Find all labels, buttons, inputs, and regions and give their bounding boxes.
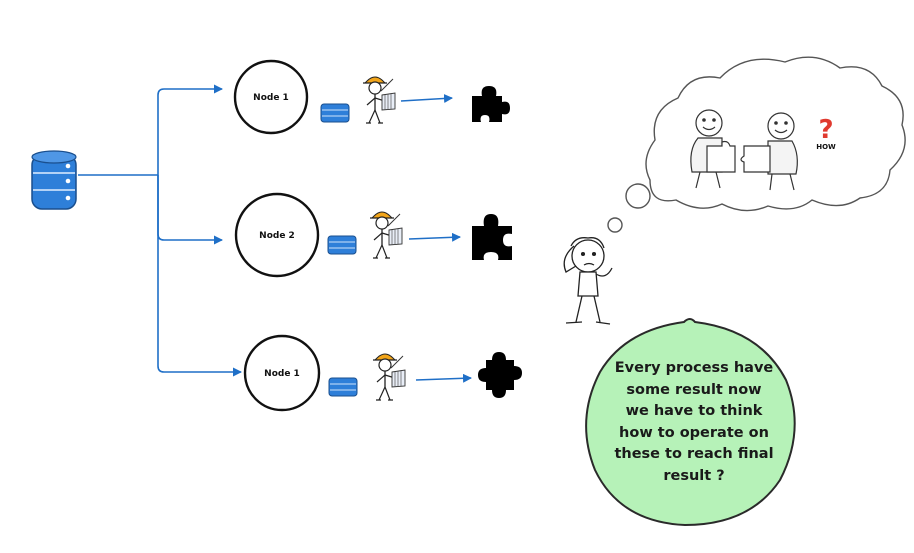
worker-icon — [369, 211, 403, 259]
node-3-circle: Node 1 — [243, 334, 321, 412]
how-label: HOW — [816, 143, 836, 151]
worker-icon — [372, 353, 406, 401]
result-arrow — [400, 93, 453, 103]
mini-database-icon — [320, 103, 350, 123]
bubble-line: some result now — [626, 381, 762, 398]
bubble-line: these to reach final — [614, 446, 774, 462]
bubble-line: how to operate on — [619, 424, 769, 441]
result-arrow — [408, 232, 461, 242]
node-1-circle: Node 1 — [233, 59, 309, 135]
database-icon — [31, 150, 77, 210]
result-arrow — [415, 373, 472, 383]
node-2-circle: Node 2 — [234, 192, 320, 278]
collaborating-people-icon — [690, 109, 798, 191]
puzzle-piece-icon — [472, 86, 510, 122]
how-question-icon: ? HOW — [816, 115, 836, 151]
mini-database-icon — [327, 235, 357, 255]
node-1-label: Node 1 — [253, 93, 289, 103]
puzzle-piece-icon — [472, 214, 512, 260]
bubble-line: Every process have — [614, 360, 774, 376]
worker-icon — [362, 76, 396, 124]
speech-bubble-text: Every process have some result now we ha… — [601, 358, 787, 487]
svg-text:?: ? — [818, 115, 833, 145]
bubble-line: we have to think — [625, 403, 763, 419]
puzzle-piece-icon — [478, 352, 522, 398]
branch-connector — [78, 84, 242, 377]
node-3-label: Node 1 — [264, 369, 300, 379]
thought-bubble — [607, 56, 906, 233]
thinking-person-icon — [563, 237, 613, 325]
speech-bubble-shape — [585, 318, 796, 527]
node-2-label: Node 2 — [259, 231, 295, 241]
bubble-line: result ? — [663, 467, 725, 484]
mini-database-icon — [328, 377, 358, 397]
